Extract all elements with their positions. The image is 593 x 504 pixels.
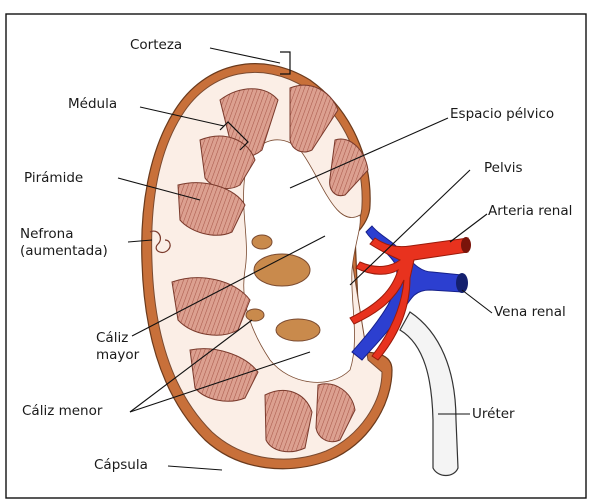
calyx-2 [276, 319, 320, 341]
calyx-4 [246, 309, 264, 321]
label-vena-renal: Vena renal [494, 304, 566, 321]
label-caliz-mayor-line2: mayor [96, 347, 139, 364]
label-nefrona: Nefrona (aumentada) [20, 226, 108, 260]
label-caliz-mayor: Cáliz mayor [96, 330, 139, 364]
renal-artery-opening [461, 237, 471, 253]
label-ureter: Uréter [472, 406, 515, 423]
label-nefrona-line1: Nefrona [20, 226, 108, 243]
label-pelvis: Pelvis [484, 160, 523, 177]
label-nefrona-line2: (aumentada) [20, 243, 108, 260]
label-caliz-menor: Cáliz menor [22, 403, 102, 420]
calyx-3 [252, 235, 272, 249]
label-medula: Médula [68, 96, 117, 113]
label-capsula: Cápsula [94, 457, 148, 474]
label-espacio-pelvico: Espacio pélvico [450, 106, 554, 123]
label-caliz-mayor-line1: Cáliz [96, 330, 139, 347]
label-corteza: Corteza [130, 37, 182, 54]
label-arteria-renal: Arteria renal [488, 203, 572, 220]
label-piramide: Pirámide [24, 170, 83, 187]
pyramid-bottom-1 [265, 390, 312, 451]
